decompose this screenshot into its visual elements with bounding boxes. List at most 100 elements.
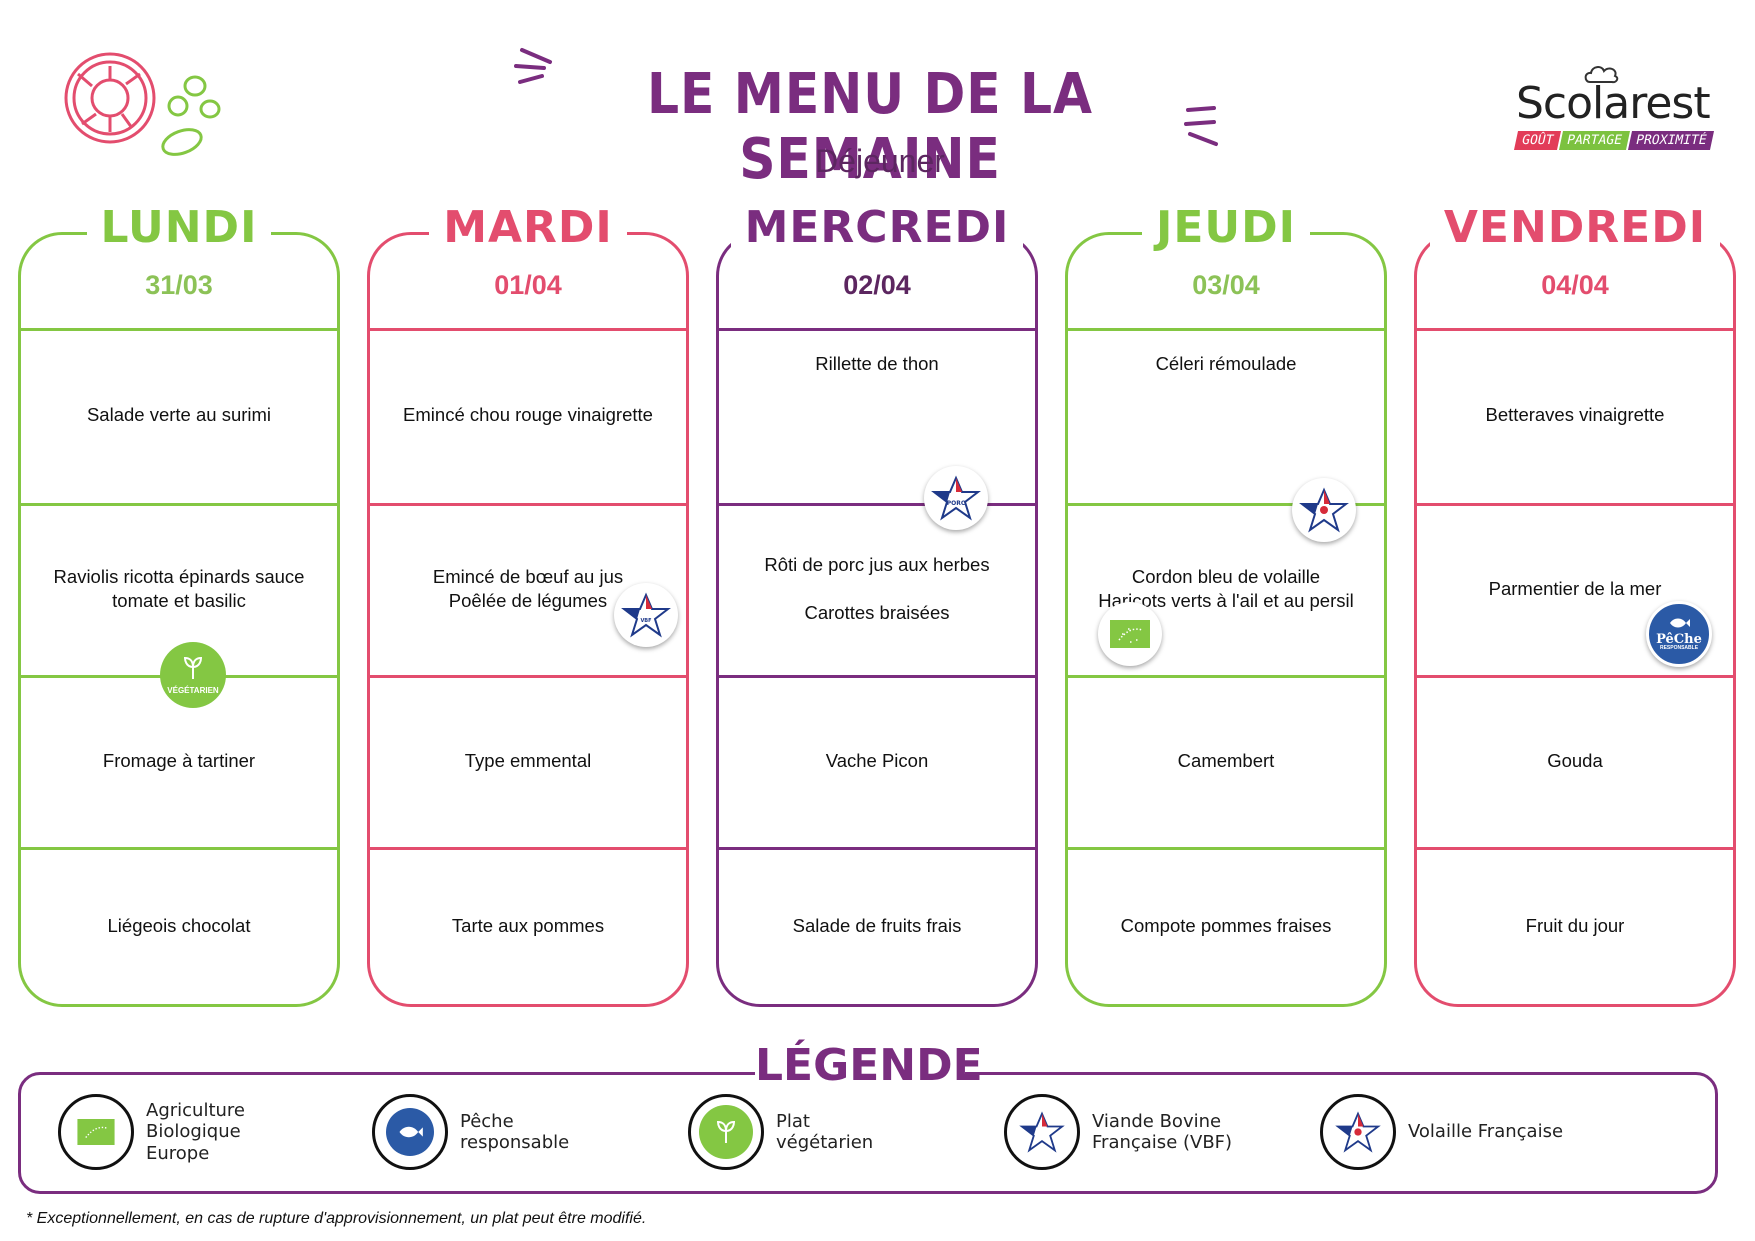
course-divider (18, 328, 340, 331)
menu-main: Emincé de bœuf au jus Poêlée de légumes (370, 503, 686, 675)
legend-vegetarien-circle (688, 1094, 764, 1170)
day-name-jeudi: JEUDI (1065, 202, 1387, 253)
legend-title: LÉGENDE (755, 1040, 983, 1091)
peche-badge-title: PêChe (1656, 632, 1702, 647)
legend-item-volaille: Volaille Française (1320, 1094, 1563, 1170)
day-name-mardi: MARDI (367, 202, 689, 253)
day-name-text: LUNDI (86, 202, 272, 253)
course-divider (18, 847, 340, 850)
brand-tag-proximite: PROXIMITÉ (1628, 131, 1715, 150)
vegetarian-badge: VÉGÉTARIEN (160, 642, 226, 708)
menu-item-text: Salade verte au surimi (86, 404, 272, 426)
svg-text:VBF: VBF (640, 618, 651, 624)
menu-dessert: Fruit du jour (1417, 847, 1733, 1005)
brand-tag-gout: GOÛT (1513, 131, 1562, 150)
legend-vbf-circle (1004, 1094, 1080, 1170)
porc-francais-badge: PORC (924, 466, 988, 530)
course-divider (1065, 328, 1387, 331)
fish-icon (399, 1126, 423, 1138)
menu-cheese: Fromage à tartiner (21, 675, 337, 847)
course-divider (367, 847, 689, 850)
legend-vegetarien-label: Plat végétarien (776, 1110, 874, 1153)
course-divider (716, 675, 1038, 678)
menu-starter: Emincé chou rouge vinaigrette (370, 328, 686, 503)
viande-bovine-badge: VBF (614, 583, 678, 647)
svg-text:PORC: PORC (947, 500, 966, 507)
day-name-text: MARDI (429, 202, 627, 253)
menu-item-text: Type emmental (464, 749, 592, 771)
sprout-icon (183, 656, 202, 679)
legend-item-vegetarien: Plat végétarien (688, 1094, 873, 1170)
day-date: 02/04 (843, 270, 911, 300)
vegetarian-badge-label: VÉGÉTARIEN (167, 686, 219, 695)
course-divider (716, 328, 1038, 331)
menu-item-text: Céleri rémoulade (1155, 353, 1297, 374)
menu-cheese: Gouda (1417, 675, 1733, 847)
course-divider (1414, 675, 1736, 678)
brand-logo: Scolarest GOÛT PARTAGE PROXIMITÉ (1513, 66, 1716, 150)
course-divider (1065, 503, 1387, 506)
eu-organic-leaf-icon (77, 1119, 115, 1145)
peche-responsable-badge: PêChe RESPONSABLE (1646, 601, 1712, 667)
menu-dessert: Liégeois chocolat (21, 847, 337, 1005)
title-sparkle-right-icon (1184, 106, 1218, 146)
legend-item-peche: Pêche responsable (372, 1094, 569, 1170)
brand-tag-partage: PARTAGE (1559, 131, 1631, 150)
menu-item-text: Compote pommes fraises (1120, 914, 1332, 936)
menu-item-text: Emincé de bœuf au jus Poêlée de légumes (432, 565, 624, 611)
menu-item-text: Tarte aux pommes (451, 914, 605, 936)
page-title: LE MENU DE LA SEMAINE (647, 62, 1093, 192)
course-divider (18, 503, 340, 506)
tomato-peas-illustration (64, 52, 221, 156)
menu-cheese: Type emmental (370, 675, 686, 847)
menu-item-text: Camembert (1177, 749, 1275, 771)
page-subtitle: Déjeuner (815, 143, 945, 179)
legend-item-vbf: Viande Bovine Française (VBF) (1004, 1094, 1232, 1170)
course-divider (1414, 328, 1736, 331)
menu-dessert: Compote pommes fraises (1068, 847, 1384, 1005)
menu-main: Raviolis ricotta épinards sauce tomate e… (21, 503, 337, 675)
brand-name: Scolarest (1516, 78, 1711, 129)
day-name-mercredi: MERCREDI (716, 202, 1038, 253)
menu-item-text: Fruit du jour (1525, 914, 1625, 936)
menu-cheese: Camembert (1068, 675, 1384, 847)
legend-volaille-label: Volaille Française (1408, 1121, 1564, 1143)
peche-badge-subtitle: RESPONSABLE (1659, 645, 1699, 651)
menu-item-text: Parmentier de la mer (1488, 577, 1662, 599)
day-name-text: JEUDI (1141, 202, 1311, 253)
day-name-text: VENDREDI (1429, 202, 1721, 253)
legend-item-bio: Agriculture Biologique Europe (58, 1094, 245, 1170)
french-star-icon (1335, 1111, 1381, 1153)
menu-item-text: Liégeois chocolat (107, 914, 251, 936)
day-date: 03/04 (1192, 270, 1260, 300)
chef-hat-icon (1584, 66, 1619, 84)
menu-starter: Céleri rémoulade (1068, 328, 1384, 503)
legend-bio-label: Agriculture Biologique Europe (146, 1100, 245, 1164)
course-divider (1065, 675, 1387, 678)
menu-main: Parmentier de la mer (1417, 503, 1733, 675)
menu-dessert: Tarte aux pommes (370, 847, 686, 1005)
menu-starter: Rillette de thon (719, 328, 1035, 503)
sprout-icon (716, 1120, 736, 1143)
menu-cheese: Vache Picon (719, 675, 1035, 847)
course-divider (367, 675, 689, 678)
eu-organic-leaf-icon (1110, 620, 1150, 648)
legend-vbf-label: Viande Bovine Française (VBF) (1092, 1110, 1233, 1153)
menu-item-text: Betteraves vinaigrette (1485, 404, 1665, 426)
course-divider (716, 847, 1038, 850)
french-star-icon (1019, 1111, 1065, 1153)
day-name-vendredi: VENDREDI (1414, 202, 1736, 253)
legend-peche-label: Pêche responsable (460, 1110, 570, 1153)
day-name-lundi: LUNDI (18, 202, 340, 253)
menu-item-text: Fromage à tartiner (102, 749, 256, 771)
menu-starter: Salade verte au surimi (21, 328, 337, 503)
menu-item-text: Rillette de thon (815, 353, 939, 374)
course-divider (367, 328, 689, 331)
course-divider (1414, 847, 1736, 850)
menu-dessert: Salade de fruits frais (719, 847, 1035, 1005)
course-divider (367, 503, 689, 506)
